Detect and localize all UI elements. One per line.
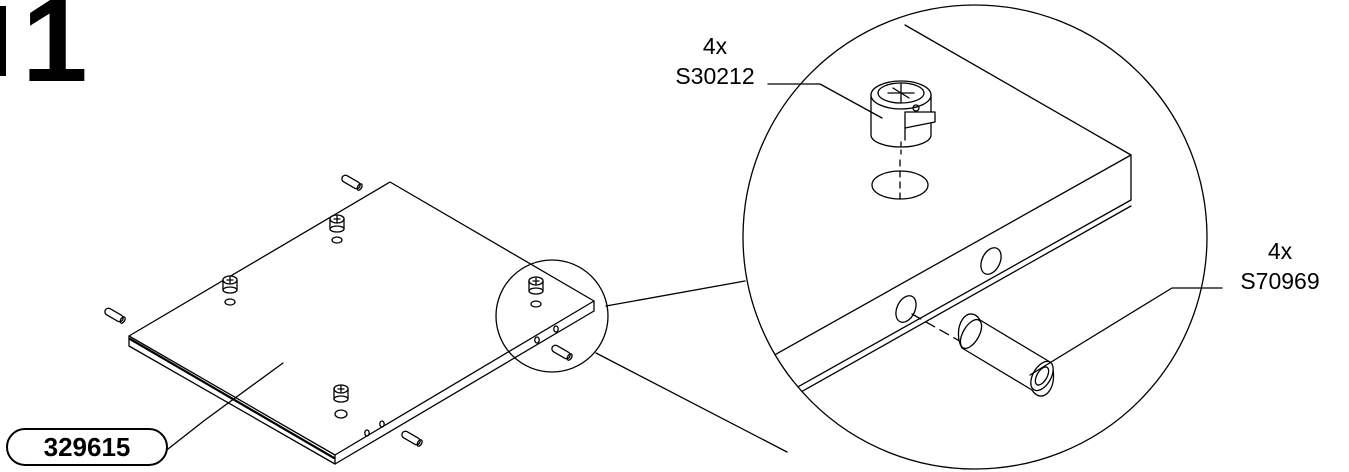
cam-lock-part-code: S30212 <box>675 63 755 89</box>
cam-lock-icon <box>222 214 544 419</box>
magnifier-circle-icon <box>742 4 1208 470</box>
detail-marker-circle <box>495 259 609 373</box>
step-number: 1 <box>22 0 88 107</box>
dowel-part-code: S70969 <box>1240 268 1320 294</box>
step-number-bar <box>0 6 6 76</box>
dowel-callout: 4x S70969 <box>1222 236 1338 296</box>
panel-part-badge: 329615 <box>6 428 168 466</box>
panel-board-icon <box>128 181 595 465</box>
drill-hole-icon <box>364 325 559 437</box>
dowel-quantity: 4x <box>1267 238 1293 264</box>
cam-lock-quantity: 4x <box>702 33 728 59</box>
cam-lock-callout: 4x S30212 <box>660 31 770 91</box>
dowel-icon <box>104 174 573 447</box>
